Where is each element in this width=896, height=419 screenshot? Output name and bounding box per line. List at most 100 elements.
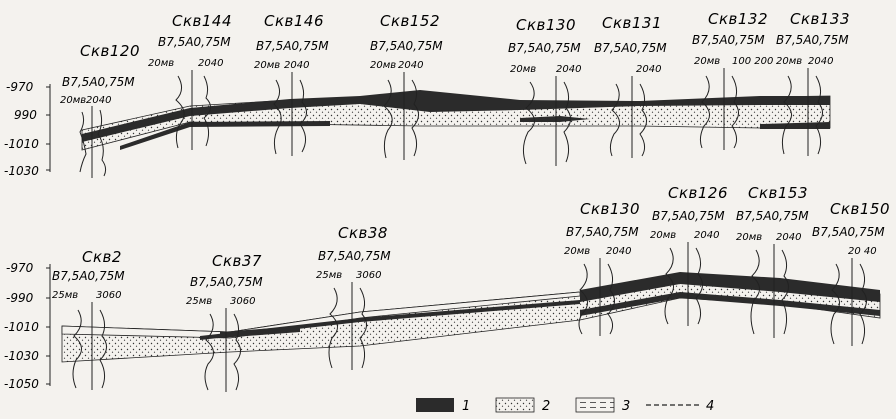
well-scale-left: 20мв (254, 60, 280, 71)
well-scale-right: 2040 (284, 60, 309, 71)
resistivity-log-curve (815, 75, 823, 155)
well-scale-right: 3060 (356, 270, 381, 281)
depth-label: -970 (6, 80, 34, 94)
lower-strata (61, 272, 881, 363)
resistivity-log-curve (233, 313, 241, 391)
lower-well-38: Скв38 B7,5A0,75M 25мв 3060 (316, 224, 391, 370)
well-probe: B7,5A0,75M (508, 41, 581, 55)
upper-well-144: Скв144 B7,5A0,75M 20мв 2040 (148, 12, 232, 150)
well-name: Скв153 (748, 184, 808, 202)
lower-well-130: Скв130 B7,5A0,75M 20мв 2040 (564, 200, 640, 336)
sp-log-curve (750, 249, 760, 335)
well-scale-right: 2040 (86, 95, 111, 106)
upper-well-146: Скв146 B7,5A0,75M 20мв 2040 (254, 12, 329, 156)
upper-strata (81, 90, 831, 151)
well-scale-right: 100 200 (732, 56, 773, 67)
depth-label: -1050 (4, 377, 39, 391)
well-probe: B7,5A0,75M (370, 39, 443, 53)
well-scale-left: 20мв (564, 246, 590, 257)
well-scale-left: 25мв (52, 290, 78, 301)
upper-well-131: Скв131 B7,5A0,75M 2040 (594, 14, 667, 158)
depth-label: 990 (14, 108, 37, 122)
depth-label: -1010 (4, 320, 39, 334)
dark-bed-east (580, 272, 880, 302)
well-name: Скв132 (708, 10, 768, 28)
resistivity-log-curve (97, 109, 107, 177)
legend-label: 3 (622, 399, 630, 414)
well-scale-left: 20мв (736, 232, 762, 243)
lower-section: -970 -990 -1010 -1030 -1050 Скв2 B7,5A0,… (4, 184, 890, 392)
dark-bed-upper (82, 90, 830, 142)
well-scale-right: 2040 (808, 56, 833, 67)
resistivity-log-curve (563, 81, 571, 163)
upper-well-130: Скв130 B7,5A0,75M 20мв 2040 (508, 16, 581, 166)
sp-log-curve (609, 83, 620, 157)
well-probe: B7,5A0,75M (594, 41, 667, 55)
sp-log-curve (578, 263, 588, 335)
upper-well-133: Скв133 B7,5A0,75M 20мв 2040 (776, 10, 850, 156)
legend-label: 2 (542, 399, 550, 414)
sp-log-curve (664, 247, 674, 325)
sp-log-curve (273, 79, 282, 155)
well-scale-left: 25мв (186, 296, 212, 307)
resistivity-log-curve (411, 79, 419, 157)
well-scale-right: 2040 (606, 246, 631, 257)
lower-well-2: Скв2 B7,5A0,75M 25мв 3060 (52, 248, 125, 390)
lower-well-37: Скв37 B7,5A0,75M 25мв 3060 (186, 252, 263, 392)
sp-log-curve (383, 79, 393, 159)
well-probe: B7,5A0,75M (318, 249, 391, 263)
well-name: Скв144 (172, 12, 232, 30)
resistivity-log-curve (731, 75, 739, 149)
sp-log-curve (830, 263, 840, 345)
well-probe: B7,5A0,75M (62, 75, 135, 89)
well-probe: B7,5A0,75M (566, 225, 639, 239)
well-name: Скв130 (516, 16, 576, 34)
well-scale-right: 2040 (776, 232, 801, 243)
well-scale-left: 20мв (148, 58, 174, 69)
legend-swatch-sandstone (495, 397, 535, 413)
well-scale-right: 2040 (398, 60, 423, 71)
well-probe: B7,5A0,75M (158, 35, 231, 49)
resistivity-log-curve (299, 79, 307, 153)
well-scale-right: 3060 (96, 290, 121, 301)
sp-log-curve (79, 111, 87, 173)
resistivity-log-curve (203, 75, 211, 147)
lower-well-126: Скв126 B7,5A0,75M 20мв 2040 (650, 184, 728, 326)
well-scale-left: 25мв (316, 270, 342, 281)
well-scale-left: 20мв (776, 56, 802, 67)
legend-swatch-clay (575, 397, 615, 413)
well-name: Скв131 (602, 14, 662, 32)
sp-log-curve (72, 309, 82, 389)
resistivity-log-curve (607, 263, 615, 335)
legend-label: 1 (462, 399, 470, 414)
sp-log-curve (522, 81, 535, 165)
upper-section: -970 990 -1010 -1030 Скв120 B7,5A0,75M 2… (4, 10, 850, 178)
well-scale-right: 20 40 (848, 246, 877, 257)
upper-depth-scale: -970 990 -1010 -1030 (4, 80, 51, 178)
sp-log-curve (175, 75, 185, 149)
well-name: Скв146 (264, 12, 324, 30)
well-name: Скв37 (212, 252, 262, 270)
resistivity-log-curve (359, 287, 367, 369)
lower-well-153: Скв153 B7,5A0,75M 20мв 2040 (736, 184, 809, 338)
well-scale-right: 2040 (556, 64, 581, 75)
dark-lens (520, 116, 590, 122)
well-scale-left: 20мв (650, 230, 676, 241)
lower-well-150: Скв150 B7,5A0,75M 20 40 (812, 200, 890, 346)
well-probe: B7,5A0,75M (256, 39, 329, 53)
well-probe: B7,5A0,75M (652, 209, 725, 223)
dark-lens-west (220, 326, 300, 338)
well-name: Скв2 (82, 248, 122, 266)
depth-label: -1010 (4, 137, 39, 151)
well-probe: B7,5A0,75M (776, 33, 849, 47)
well-probe: B7,5A0,75M (52, 269, 125, 283)
well-probe: B7,5A0,75M (190, 275, 263, 289)
depth-label: -1030 (4, 164, 39, 178)
sp-log-curve (699, 75, 710, 149)
upper-well-120: Скв120 B7,5A0,75M 20мв 2040 (60, 42, 140, 178)
dark-bed-thin (200, 300, 580, 340)
well-scale-right: 2040 (198, 58, 223, 69)
well-probe: B7,5A0,75M (692, 33, 765, 47)
dark-bed-lower-west (120, 121, 330, 150)
sp-log-curve (204, 313, 214, 391)
